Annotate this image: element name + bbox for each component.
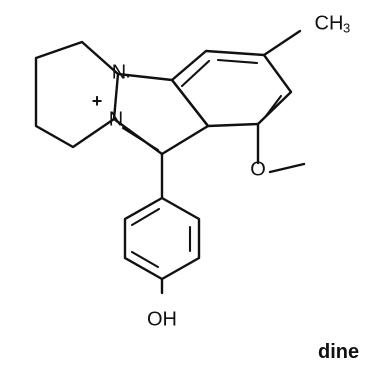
phenol-double-bond-3 [130, 250, 160, 269]
nitrogen-label-top: N [112, 61, 126, 83]
positive-charge-label: + [92, 91, 103, 111]
methyl-bond [262, 29, 302, 57]
methyl-subscript: 3 [343, 20, 350, 35]
fused-benzene-ring [170, 49, 293, 128]
saturated-ring [34, 40, 120, 149]
phenol-ring [123, 196, 201, 281]
pyrazolium-double-bond [121, 126, 160, 152]
methoxy-oxygen-label: O [250, 158, 266, 180]
pyrazolium-ring [112, 72, 210, 156]
fused-benzene-double-bond-2 [216, 58, 259, 65]
phenol-double-bond-1 [130, 207, 161, 227]
caption-text: dine [318, 341, 360, 363]
methyl-label: CH [315, 12, 344, 34]
methoxy-methyl-bond [268, 162, 306, 174]
nitrogen-label-bottom: N [109, 108, 123, 130]
nitrogen-dot-label: . [125, 60, 131, 82]
fused-benzene-double-bond-1 [180, 59, 211, 88]
hydroxyl-label: OH [147, 308, 177, 330]
fused-benzene-double-bond-3 [264, 94, 283, 118]
